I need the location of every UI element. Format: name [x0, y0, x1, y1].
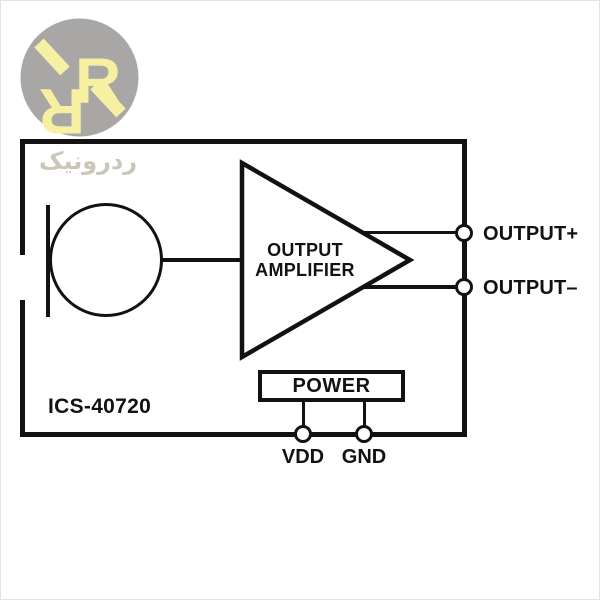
- amplifier-label-line2: AMPLIFIER: [255, 260, 355, 280]
- vdd-label: VDD: [281, 446, 325, 468]
- logo-stripe-bottomright-icon: [90, 80, 126, 118]
- logo-letter-r-rotated-icon: R: [39, 75, 85, 138]
- part-number-label: ICS-40720: [48, 395, 152, 418]
- output-minus-label: OUTPUT–: [483, 277, 578, 299]
- amplifier-triangle-icon: [239, 159, 415, 361]
- amplifier-label-line1: OUTPUT: [267, 240, 343, 260]
- vdd-wire: [301, 400, 305, 426]
- logo-stripe-topleft-icon: [34, 38, 70, 76]
- gnd-label: GND: [341, 446, 387, 468]
- chip-outline-left-lower: [20, 300, 25, 437]
- logo-letter-r-icon: R: [75, 45, 121, 117]
- mic-element-icon: [49, 203, 163, 317]
- brand-logo: R R: [20, 18, 139, 138]
- output-plus-label: OUTPUT+: [483, 223, 579, 245]
- power-block-label: POWER: [292, 374, 371, 397]
- amplifier-triangle-shape: [239, 159, 415, 361]
- chip-outline-left-upper: [20, 139, 25, 255]
- output-minus-wire: [362, 285, 457, 289]
- amplifier-label: OUTPUT AMPLIFIER: [245, 240, 365, 280]
- chip-outline-bottom: [20, 432, 467, 437]
- output-plus-wire: [361, 230, 457, 234]
- output-minus-pin-icon: [455, 277, 473, 296]
- mic-backplate-line: [46, 205, 50, 317]
- chip-outline-top: [20, 139, 467, 144]
- gnd-pin-icon: [354, 425, 373, 443]
- power-block: POWER: [258, 370, 405, 402]
- gnd-wire: [362, 400, 366, 426]
- mic-to-amp-wire: [160, 258, 242, 262]
- vdd-pin-icon: [293, 425, 312, 443]
- output-plus-pin-icon: [455, 223, 473, 242]
- brand-watermark-text: ردرونیک: [38, 147, 138, 175]
